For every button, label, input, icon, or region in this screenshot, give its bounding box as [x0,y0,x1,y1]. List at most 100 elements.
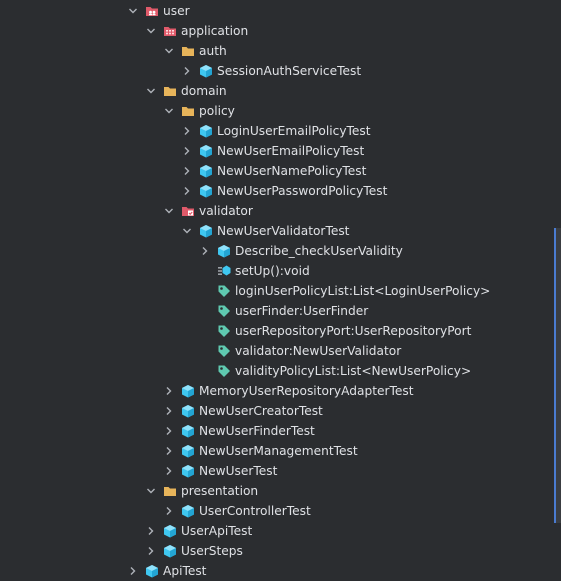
chevron-right-icon[interactable] [163,501,175,521]
tree-row[interactable]: SessionAuthServiceTest [181,61,361,81]
tree-item-label: LoginUserEmailPolicyTest [217,124,371,138]
tree-item-label: userFinder:UserFinder [235,304,369,318]
chevron-right-icon[interactable] [145,541,157,561]
tree-item-label: NewUserValidatorTest [217,224,350,238]
field-tag-icon [217,344,231,358]
tree-row[interactable]: LoginUserEmailPolicyTest [181,121,371,141]
chevron-right-icon[interactable] [127,561,139,581]
tree-item-label: MemoryUserRepositoryAdapterTest [199,384,414,398]
chevron-down-icon[interactable] [145,21,157,41]
folder-icon [163,84,177,98]
tree-item-label: ApiTest [163,564,207,578]
field-tag-icon [217,324,231,338]
tree-spacer [199,361,211,381]
test-class-icon [199,144,213,158]
chevron-right-icon[interactable] [181,181,193,201]
tree-item-label: validityPolicyList:List<NewUserPolicy> [235,364,472,378]
chevron-right-icon[interactable] [181,141,193,161]
tree-item-label: validator:NewUserValidator [235,344,402,358]
test-class-icon [199,64,213,78]
tree-row[interactable]: domain [145,81,227,101]
tree-row[interactable]: auth [163,41,227,61]
chevron-right-icon[interactable] [181,61,193,81]
tree-row[interactable]: NewUserNamePolicyTest [181,161,366,181]
test-class-icon [199,124,213,138]
tree-row[interactable]: NewUserManagementTest [163,441,358,461]
tree-row[interactable]: loginUserPolicyList:List<LoginUserPolicy… [199,281,490,301]
chevron-right-icon[interactable] [163,381,175,401]
tree-item-label: UserControllerTest [199,504,311,518]
tree-row[interactable]: validator:NewUserValidator [199,341,401,361]
tree-row[interactable]: userFinder:UserFinder [199,301,368,321]
tree-row[interactable]: Describe_checkUserValidity [199,241,403,261]
package-red-icon [163,24,177,38]
chevron-down-icon[interactable] [145,481,157,501]
tree-row[interactable]: NewUserEmailPolicyTest [181,141,364,161]
chevron-down-icon[interactable] [127,1,139,21]
tree-row[interactable]: UserApiTest [145,521,252,541]
vertical-scrollbar[interactable] [554,228,561,523]
tree-row[interactable]: userRepositoryPort:UserRepositoryPort [199,321,471,341]
tree-row[interactable]: presentation [145,481,258,501]
chevron-right-icon[interactable] [181,161,193,181]
tree-spacer [199,341,211,361]
tree-item-label: user [163,4,190,18]
tree-row[interactable]: validator [163,201,253,221]
test-class-icon [199,184,213,198]
folder-icon [181,44,195,58]
test-class-icon [181,444,195,458]
folder-icon [181,104,195,118]
test-class-icon [145,564,159,578]
tree-item-label: NewUserManagementTest [199,444,358,458]
tree-row[interactable]: UserSteps [145,541,243,561]
test-class-icon [217,244,231,258]
folder-red-icon [181,204,195,218]
tree-row[interactable]: validityPolicyList:List<NewUserPolicy> [199,361,471,381]
chevron-down-icon[interactable] [145,81,157,101]
tree-item-label: NewUserNamePolicyTest [217,164,367,178]
tree-row[interactable]: application [145,21,248,41]
tree-row[interactable]: NewUserPasswordPolicyTest [181,181,387,201]
test-class-icon [181,384,195,398]
folder-icon [163,484,177,498]
test-class-icon [181,404,195,418]
chevron-right-icon[interactable] [163,401,175,421]
tree-row[interactable]: policy [163,101,235,121]
tree-row[interactable]: NewUserValidatorTest [181,221,349,241]
chevron-right-icon[interactable] [163,441,175,461]
chevron-down-icon[interactable] [163,41,175,61]
tree-row[interactable]: MemoryUserRepositoryAdapterTest [163,381,414,401]
tree-item-label: domain [181,84,227,98]
tree-row[interactable]: NewUserTest [163,461,277,481]
test-class-icon [181,464,195,478]
tree-item-label: NewUserFinderTest [199,424,315,438]
tree-row[interactable]: NewUserFinderTest [163,421,315,441]
tree-row[interactable]: UserControllerTest [163,501,311,521]
test-class-icon [181,504,195,518]
chevron-right-icon[interactable] [199,241,211,261]
chevron-down-icon[interactable] [163,201,175,221]
tree-item-label: NewUserTest [199,464,278,478]
tree-item-label: SessionAuthServiceTest [217,64,362,78]
tree-row[interactable]: setUp():void [199,261,310,281]
test-class-icon [199,224,213,238]
tree-item-label: application [181,24,249,38]
chevron-right-icon[interactable] [163,421,175,441]
tree-spacer [199,301,211,321]
tree-row[interactable]: user [127,1,190,21]
tree-item-label: setUp():void [235,264,310,278]
test-class-icon [163,524,177,538]
chevron-down-icon[interactable] [181,221,193,241]
tree-spacer [199,321,211,341]
tree-row[interactable]: ApiTest [127,561,206,581]
field-tag-icon [217,304,231,318]
tree-row[interactable]: NewUserCreatorTest [163,401,323,421]
test-class-icon [199,164,213,178]
tree-item-label: NewUserEmailPolicyTest [217,144,365,158]
tree-item-label: UserApiTest [181,524,253,538]
chevron-down-icon[interactable] [163,101,175,121]
chevron-right-icon[interactable] [181,121,193,141]
chevron-right-icon[interactable] [145,521,157,541]
chevron-right-icon[interactable] [163,461,175,481]
tree-item-label: UserSteps [181,544,243,558]
